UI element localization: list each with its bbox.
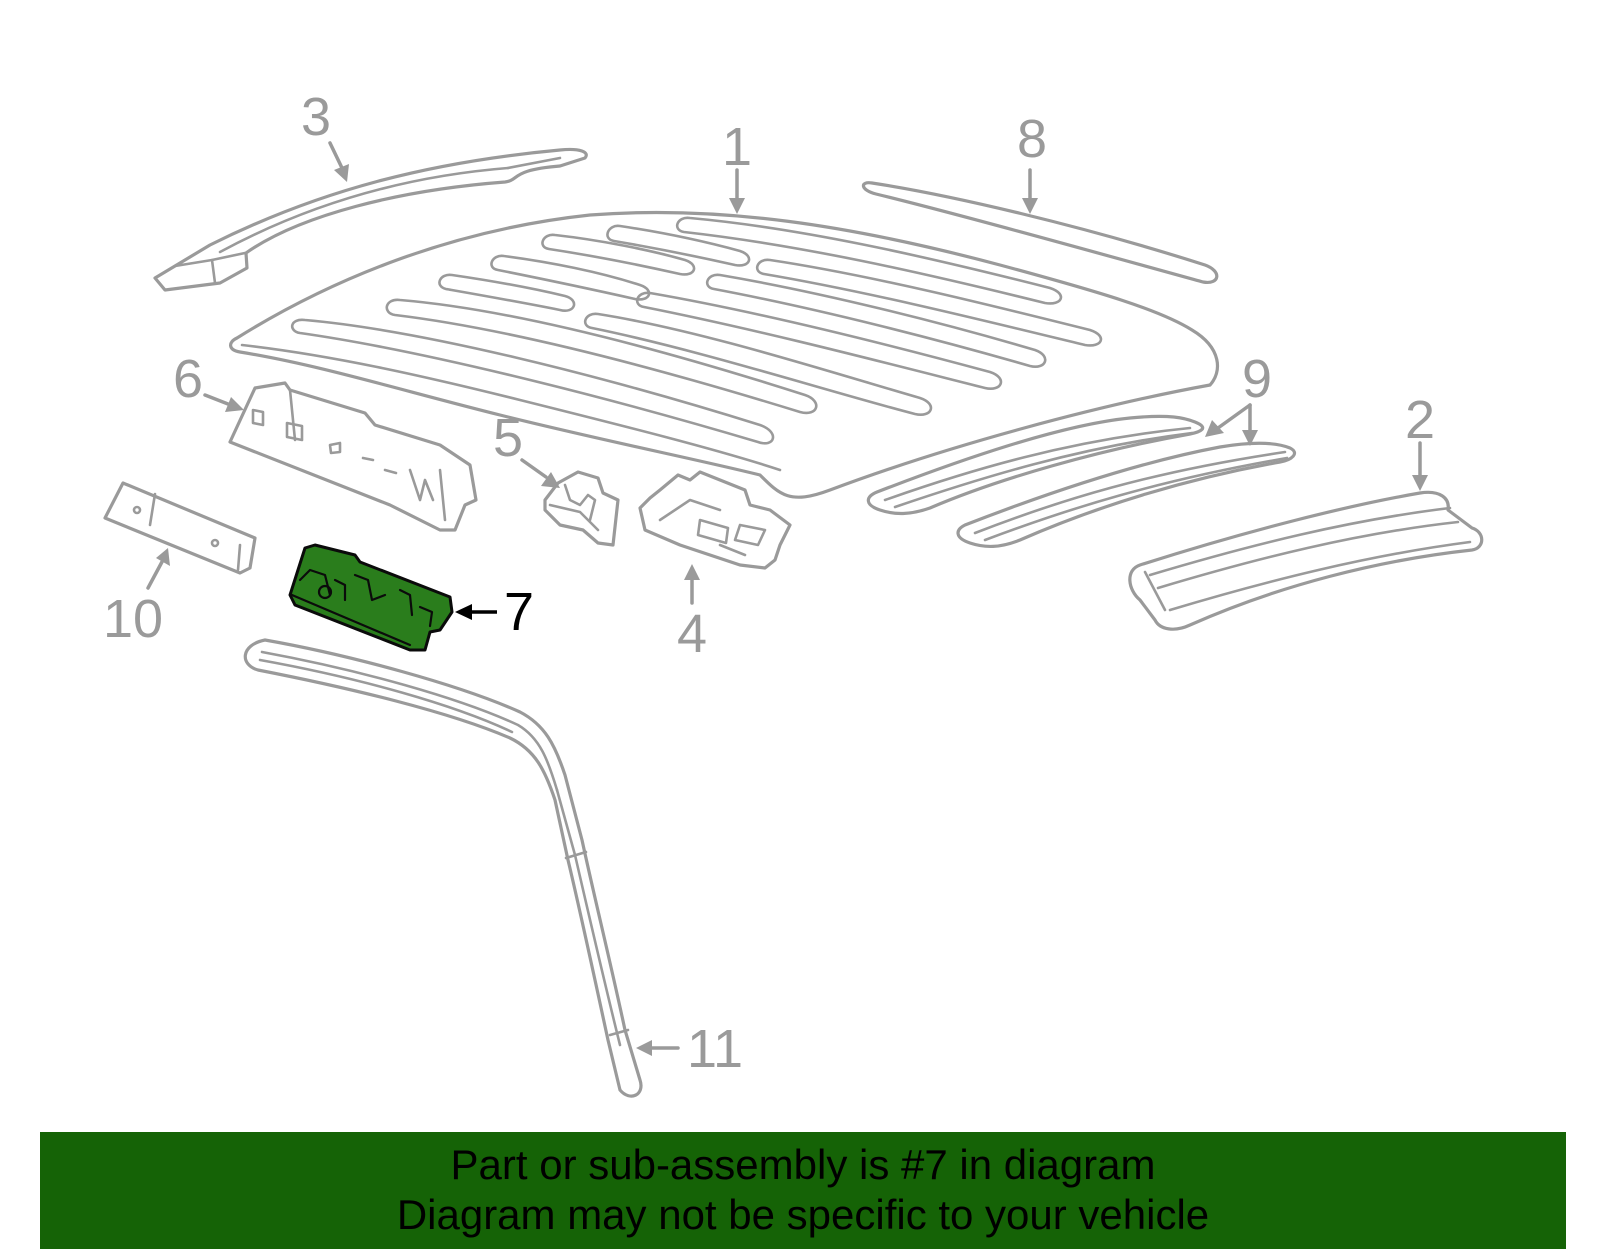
callout-2: 2 (1405, 390, 1435, 450)
part-3-front-rail[interactable] (153, 147, 588, 292)
part-9-roof-bows[interactable] (866, 414, 1296, 548)
part-4-bracket[interactable] (638, 470, 792, 570)
callout-7: 7 (504, 582, 534, 642)
part-7-highlighted-bracket[interactable] (288, 543, 454, 652)
callout-9: 9 (1242, 349, 1272, 409)
callout-11: 11 (687, 1019, 743, 1079)
part-8-rear-rail-strip[interactable] (861, 181, 1219, 284)
callout-5: 5 (493, 408, 523, 468)
part-6-bracket-plate[interactable] (228, 381, 478, 532)
part-1-roof-panel[interactable] (229, 210, 1219, 499)
callout-6: 6 (173, 349, 203, 409)
info-banner: Part or sub-assembly is #7 in diagram Di… (40, 1132, 1566, 1249)
callout-1: 1 (722, 117, 752, 177)
part-2-rear-header[interactable] (1128, 490, 1484, 631)
part-5-clip[interactable] (543, 470, 620, 547)
callout-8: 8 (1017, 109, 1047, 169)
callout-4: 4 (677, 604, 707, 664)
banner-line-2: Diagram may not be specific to your vehi… (396, 1191, 1210, 1238)
callout-10: 10 (103, 589, 163, 649)
banner-line-1: Part or sub-assembly is #7 in diagram (450, 1141, 1156, 1188)
callout-3: 3 (301, 87, 331, 147)
part-11-weatherstrip[interactable] (243, 638, 643, 1098)
part-10-small-bar[interactable] (103, 481, 257, 575)
leader-lines (146, 141, 1428, 1056)
